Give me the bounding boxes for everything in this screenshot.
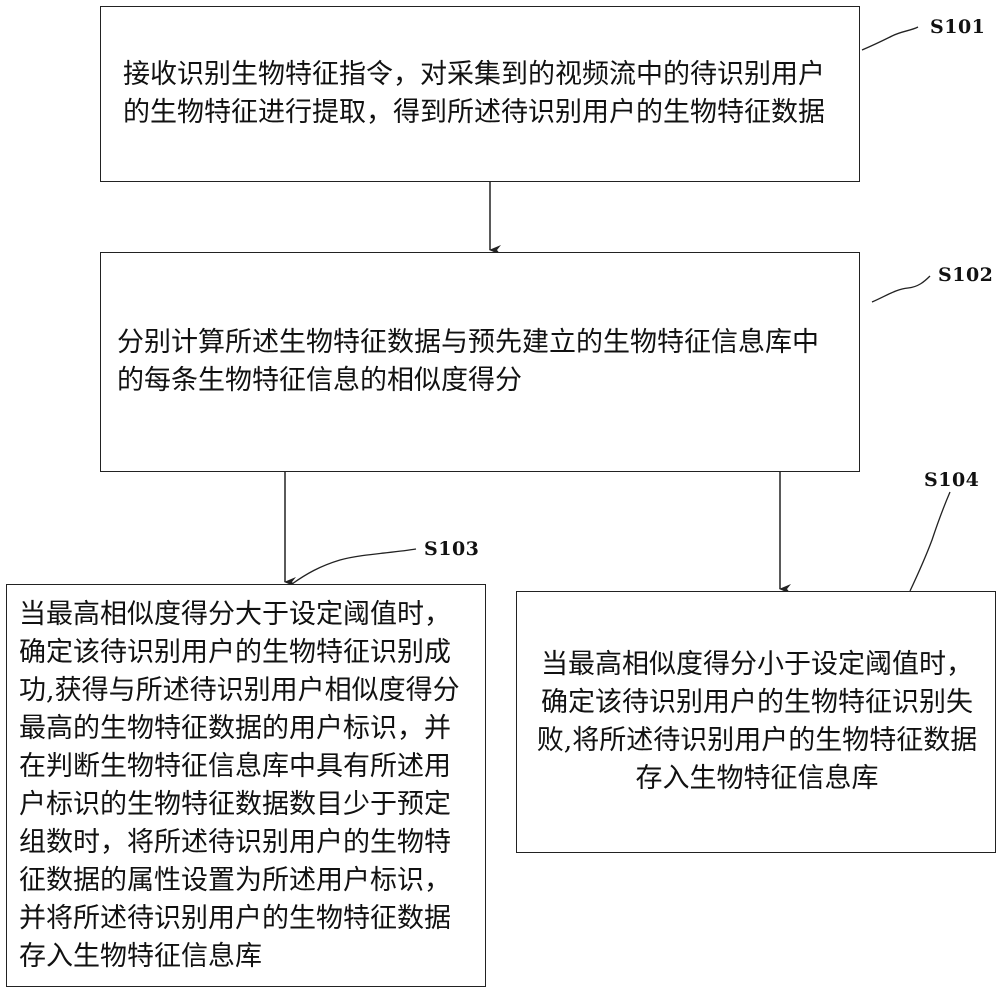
step-box-s104: 当最高相似度得分小于设定阈值时，确定该待识别用户的生物特征识别失败,将所述待识别…	[516, 591, 996, 853]
step-label-s102: S102	[938, 264, 994, 286]
step-box-s103: 当最高相似度得分大于设定阈值时，确定该待识别用户的生物特征识别成功,获得与所述待…	[6, 584, 486, 987]
leader-s102	[871, 275, 931, 303]
step-text-s104: 当最高相似度得分小于设定阈值时，确定该待识别用户的生物特征识别失败,将所述待识别…	[536, 649, 978, 794]
leader-s103	[291, 548, 417, 585]
step-text-s103: 当最高相似度得分大于设定阈值时，确定该待识别用户的生物特征识别成功,获得与所述待…	[19, 598, 460, 972]
step-label-s104: S104	[924, 469, 980, 491]
step-text-s102: 分别计算所述生物特征数据与预先建立的生物特征信息库中的每条生物特征信息的相似度得…	[117, 327, 819, 396]
step-box-s102: 分别计算所述生物特征数据与预先建立的生物特征信息库中的每条生物特征信息的相似度得…	[100, 252, 860, 472]
step-box-s101: 接收识别生物特征指令，对采集到的视频流中的待识别用户的生物特征进行提取，得到所述…	[100, 6, 860, 182]
leader-s101	[861, 26, 919, 51]
step-label-s101: S101	[930, 16, 986, 38]
leader-s104	[909, 491, 951, 592]
step-text-s101: 接收识别生物特征指令，对采集到的视频流中的待识别用户的生物特征进行提取，得到所述…	[123, 59, 825, 128]
step-label-s103: S103	[424, 538, 480, 560]
